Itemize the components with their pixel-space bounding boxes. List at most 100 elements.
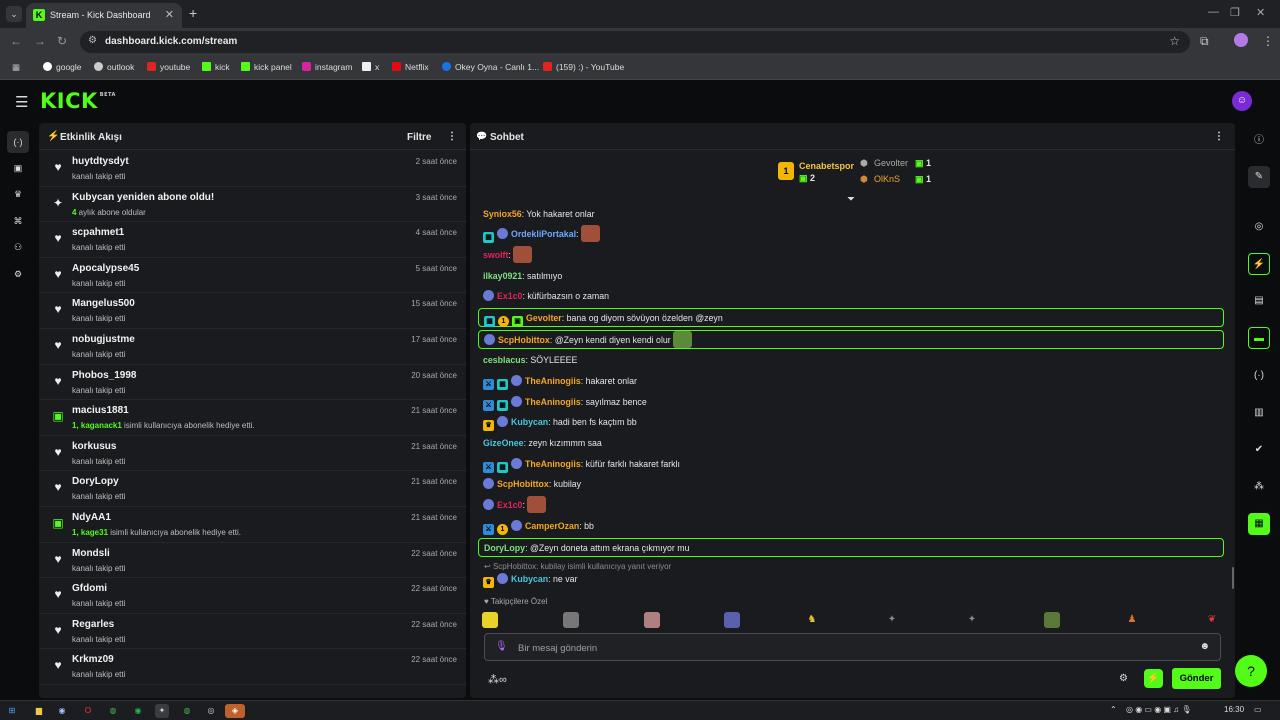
dashboard-icon[interactable]: ▣	[13, 163, 23, 173]
bookmark-kick-panel[interactable]: kick panel	[241, 62, 292, 72]
bookmark-google[interactable]: google	[43, 62, 82, 72]
bookmark-x[interactable]: x	[362, 62, 379, 72]
notes-icon[interactable]: ▤	[1254, 295, 1264, 306]
reload-icon[interactable]: ↻	[57, 34, 68, 48]
chrome-icon[interactable]: ◍	[109, 706, 117, 715]
apps-grid-icon[interactable]: ▦	[12, 62, 21, 72]
clock[interactable]: 16:30	[1224, 705, 1245, 714]
tray-icons[interactable]: ◎ ◉ ▭ ◉ ▣ ♫ 🎙	[1126, 705, 1192, 714]
site-info-icon[interactable]: ⚙	[88, 35, 97, 46]
tray-chevron-icon[interactable]: ⌃	[1110, 705, 1117, 714]
chat-username[interactable]: ScpHobittox	[498, 335, 550, 345]
apps-icon[interactable]: ⁂	[1254, 481, 1264, 492]
back-icon[interactable]: ←	[10, 34, 22, 48]
chat-toggle-icon[interactable]: ▬	[1248, 327, 1270, 349]
event-name[interactable]: Apocalypse45	[72, 262, 140, 274]
bookmark-kick[interactable]: kick	[202, 62, 230, 72]
broadcast-icon[interactable]: (·)	[1254, 370, 1264, 381]
bookmark-instagram[interactable]: instagram	[302, 62, 352, 72]
chat-username[interactable]: GizeOnee	[483, 438, 524, 448]
emote-icon[interactable]: ♞	[807, 614, 817, 625]
game-icon[interactable]: ◈	[225, 704, 245, 718]
file-explorer-icon[interactable]: ▆	[35, 706, 43, 715]
windows-start-icon[interactable]: ⊞	[8, 706, 16, 715]
close-tab-icon[interactable]: ✕	[164, 9, 174, 21]
community-icon[interactable]: ⌘	[13, 216, 23, 226]
event-name[interactable]: Mangelus500	[72, 298, 135, 310]
layers-icon[interactable]: ▥	[1254, 407, 1264, 418]
event-name[interactable]: Phobos_1998	[72, 369, 137, 381]
stream-icon[interactable]: (·)	[7, 131, 29, 153]
obs-icon[interactable]: ◎	[207, 706, 215, 715]
chat-username[interactable]: ilkay0921	[483, 271, 523, 281]
chat-username[interactable]: Syniox56	[483, 209, 522, 219]
chat-settings-icon[interactable]: ⚙	[1119, 673, 1128, 684]
steam-icon[interactable]: ◉	[58, 706, 66, 715]
chat-scrollbar[interactable]	[1232, 567, 1234, 589]
chrome-icon[interactable]: ◍	[183, 706, 191, 715]
spotify-icon[interactable]: ◉	[134, 706, 142, 715]
users-icon[interactable]: ⚇	[13, 242, 23, 252]
chat-username[interactable]: Ex1c0	[497, 500, 523, 510]
chat-username[interactable]: TheAninogiis	[525, 459, 581, 469]
browser-tab[interactable]: K Stream - Kick Dashboard ✕	[26, 3, 182, 28]
kickbot-button[interactable]: ⚡	[1144, 669, 1163, 688]
notification-icon[interactable]: ▭	[1254, 705, 1262, 714]
emote-icon[interactable]: ♟	[1127, 614, 1137, 625]
send-button[interactable]: Gönder	[1172, 668, 1221, 689]
clapper-icon[interactable]: ▦	[1248, 513, 1270, 535]
emote-icon[interactable]	[482, 612, 498, 628]
chat-username[interactable]: TheAninogiis	[525, 376, 581, 386]
event-name[interactable]: DoryLopy	[72, 476, 119, 488]
bookmark-star-icon[interactable]: ☆	[1169, 34, 1180, 48]
activity-toggle-icon[interactable]: ⚡	[1248, 253, 1270, 275]
minimize-icon[interactable]: —	[1208, 6, 1219, 18]
new-tab-icon[interactable]: +	[189, 5, 198, 21]
chat-username[interactable]: Kubycan	[511, 417, 549, 427]
filter-button[interactable]: Filtre	[407, 132, 432, 143]
pinned-toggle-icon[interactable]: ⏷	[847, 194, 855, 205]
emote-icon[interactable]	[724, 612, 740, 628]
bookmark-outlook[interactable]: outlook	[94, 62, 134, 72]
chat-username[interactable]: TheAninogiis	[525, 397, 581, 407]
event-name[interactable]: NdyAA1	[72, 512, 111, 523]
event-name[interactable]: nobugjustme	[72, 334, 135, 345]
bookmark-netflix[interactable]: Netflix	[392, 62, 429, 72]
mic-icon[interactable]: 🎙	[495, 641, 508, 652]
event-name[interactable]: Gfdomi	[72, 583, 107, 595]
activity-event[interactable]: ✦Kubycan yeniden abone oldu!4 aylık abon…	[39, 187, 466, 223]
settings-icon[interactable]: ⚙	[13, 269, 23, 279]
emote-icon[interactable]	[644, 612, 660, 628]
emote-icon[interactable]: ✦	[967, 614, 977, 625]
info-icon[interactable]: ⓘ	[1254, 135, 1264, 146]
event-name[interactable]: Krkmz09	[72, 654, 114, 666]
more-options-icon[interactable]: ⋮	[447, 131, 457, 142]
chat-username[interactable]: Gevolter	[526, 313, 562, 323]
chat-username[interactable]: swolft	[483, 250, 509, 260]
chat-input[interactable]: 🎙 Bir mesaj gönderin ☻	[484, 633, 1221, 661]
app-icon[interactable]: ✦	[155, 704, 169, 718]
forward-icon[interactable]: →	[34, 34, 46, 48]
close-window-icon[interactable]: ✕	[1256, 7, 1266, 19]
tab-search-icon[interactable]: ⌄	[6, 6, 22, 22]
support-chat-icon[interactable]: ?	[1235, 655, 1267, 687]
bookmark-youtube[interactable]: youtube	[147, 62, 190, 72]
chat-username[interactable]: CamperOzan	[525, 521, 580, 531]
bookmark-youtube-2[interactable]: (159) :) - YouTube	[543, 62, 624, 72]
event-name[interactable]: macius1881	[72, 405, 129, 417]
event-name[interactable]: scpahmet1	[72, 227, 125, 239]
